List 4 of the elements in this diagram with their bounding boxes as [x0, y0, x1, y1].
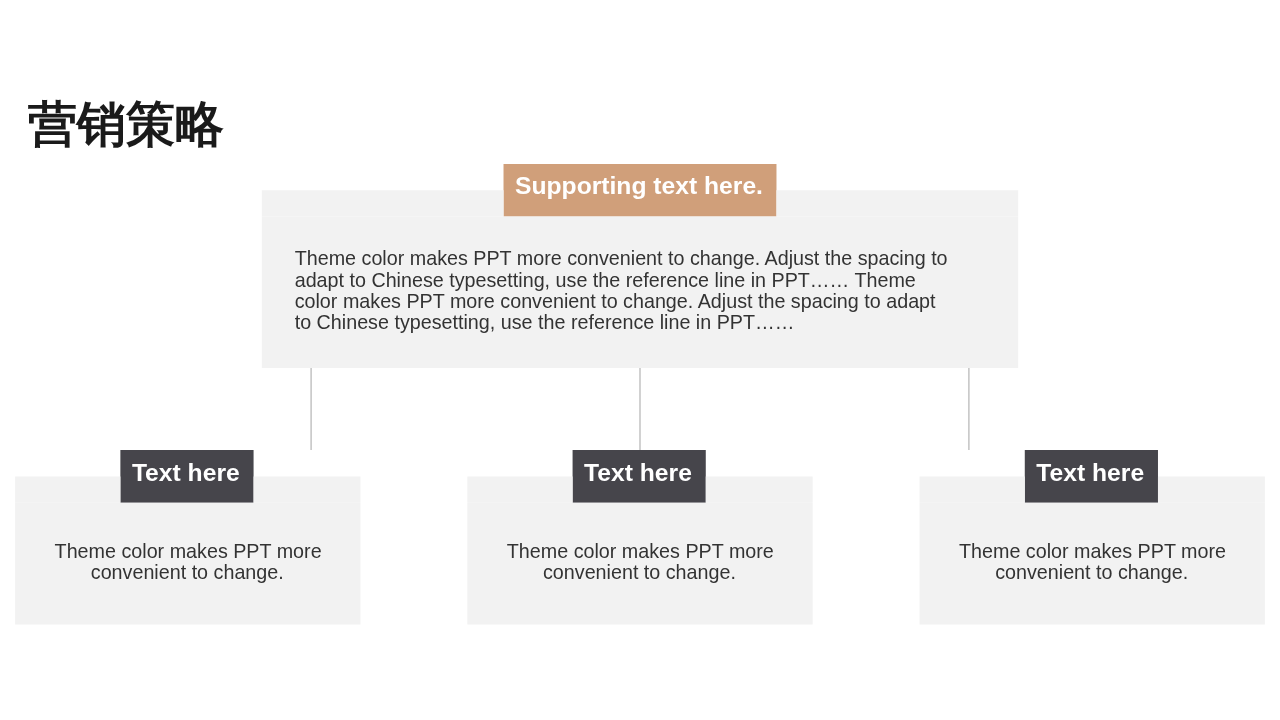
connector	[310, 366, 312, 451]
connector	[968, 366, 970, 451]
connector	[639, 366, 641, 451]
diagram-title: 营销策略	[28, 95, 225, 151]
